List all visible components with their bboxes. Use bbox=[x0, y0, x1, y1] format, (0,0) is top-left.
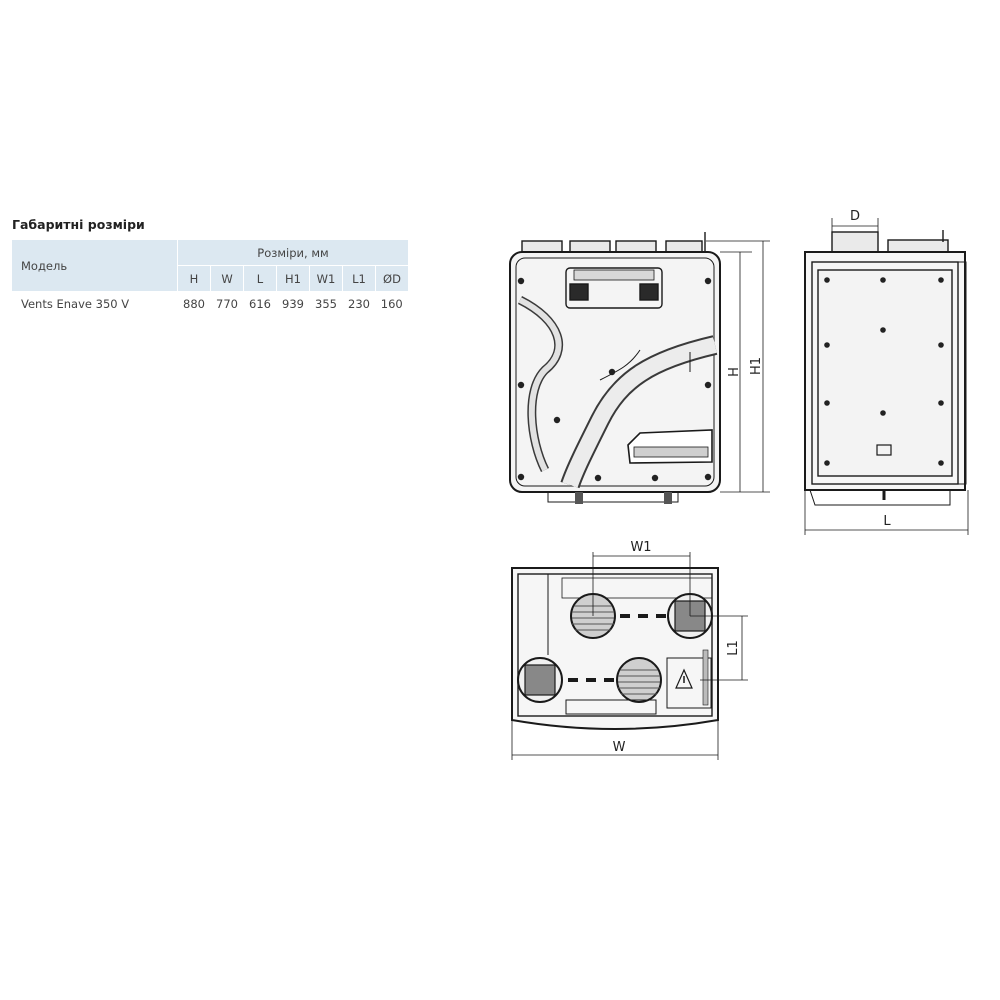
column-header: H1 bbox=[276, 265, 310, 291]
dim-label-L1: L1 bbox=[726, 640, 741, 656]
dim-label-W1: W1 bbox=[630, 540, 651, 555]
column-header: L1 bbox=[342, 265, 376, 291]
dimensions-table: Модель Розміри, мм H W L H1 W1 L1 ØD Ven… bbox=[12, 240, 408, 316]
dimensions-group-header: Розміри, мм bbox=[177, 240, 408, 266]
top-view bbox=[511, 552, 748, 760]
dim-label-L: L bbox=[883, 514, 891, 529]
column-header: L bbox=[243, 265, 277, 291]
dim-label-W: W bbox=[613, 740, 626, 755]
model-cell: Vents Enave 350 V bbox=[21, 296, 130, 311]
dim-label-H1: H1 bbox=[749, 357, 764, 375]
dim-label-D: D bbox=[850, 209, 860, 224]
side-view bbox=[804, 218, 969, 535]
value-cell: 230 bbox=[348, 296, 370, 311]
column-header: W1 bbox=[309, 265, 343, 291]
value-cell: 880 bbox=[183, 296, 205, 311]
value-cell: 616 bbox=[249, 296, 271, 311]
front-view bbox=[509, 232, 770, 504]
dim-label-H: H bbox=[727, 367, 742, 377]
model-header: Модель bbox=[12, 240, 178, 291]
value-cell: 160 bbox=[380, 296, 403, 311]
column-header: W bbox=[210, 265, 244, 291]
table-row: Vents Enave 350 V 880 770 616 939 355 23… bbox=[12, 291, 408, 316]
column-header: H bbox=[177, 265, 211, 291]
column-header: ØD bbox=[375, 265, 408, 291]
value-cell: 939 bbox=[282, 296, 304, 311]
value-cell: 355 bbox=[315, 296, 337, 311]
section-title: Габаритні розміри bbox=[12, 217, 145, 232]
value-cell: 770 bbox=[216, 296, 238, 311]
